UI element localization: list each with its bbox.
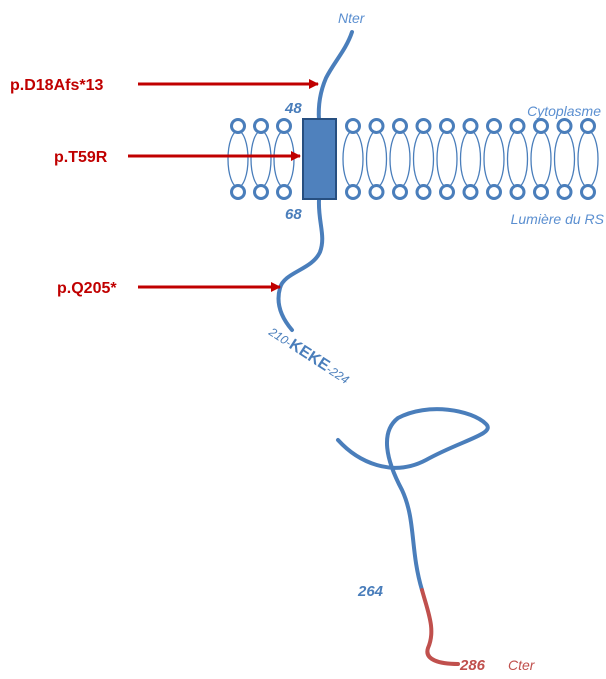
- lipid-head: [558, 120, 571, 133]
- lipid-tail: [390, 131, 410, 187]
- lipid-tail: [484, 131, 504, 187]
- lipid-tail: [437, 131, 457, 187]
- lipid-head: [394, 186, 407, 199]
- lipid-head: [488, 186, 501, 199]
- lipid-head: [347, 120, 360, 133]
- lipid-head: [417, 186, 430, 199]
- lipid-tail: [508, 131, 528, 187]
- lipid-tail: [414, 131, 434, 187]
- lipid-tail: [578, 131, 598, 187]
- lipid-tail: [251, 131, 271, 187]
- lipid-head: [394, 120, 407, 133]
- residue-label-264: 264: [357, 583, 384, 600]
- protein-chain-cytoplasmic-n-terminal: [319, 32, 352, 120]
- lipid-tail: [343, 131, 363, 187]
- lipid-head: [347, 186, 360, 199]
- lipid-head: [278, 120, 291, 133]
- lipid-head: [278, 186, 291, 199]
- lipid-head: [582, 186, 595, 199]
- mutation-label-1: p.D18Afs*13: [10, 77, 103, 94]
- lipid-head: [464, 186, 477, 199]
- lipid-head: [488, 120, 501, 133]
- lipid-head: [255, 120, 268, 133]
- lipid-tail: [531, 131, 551, 187]
- residue-label-48: 48: [284, 100, 302, 117]
- lipid-head: [255, 186, 268, 199]
- lipid-tail: [367, 131, 387, 187]
- lipid-head: [370, 186, 383, 199]
- lipid-head: [232, 186, 245, 199]
- lipid-head: [417, 120, 430, 133]
- lipid-tail: [228, 131, 248, 187]
- lipid-head: [511, 186, 524, 199]
- lipid-head: [535, 120, 548, 133]
- membrane-lipid-tails: [228, 131, 598, 187]
- lipid-head: [441, 186, 454, 199]
- residue-label-68: 68: [285, 206, 302, 223]
- keke-motif-label: 210-KEKE-224: [265, 323, 353, 388]
- lipid-head: [558, 186, 571, 199]
- lipid-head: [511, 120, 524, 133]
- transmembrane-segment: [303, 119, 336, 199]
- n-terminus-label: Nter: [338, 10, 366, 26]
- lipid-head: [535, 186, 548, 199]
- mutation-label-3: p.Q205*: [57, 280, 117, 297]
- lipid-head: [464, 120, 477, 133]
- lipid-head: [441, 120, 454, 133]
- protein-chain-c-terminal-segment: [422, 590, 458, 664]
- lipid-head: [582, 120, 595, 133]
- residue-label-286: 286: [459, 657, 486, 674]
- mutation-label-2: p.T59R: [54, 149, 108, 166]
- lipid-head: [370, 120, 383, 133]
- c-terminus-label: Cter: [508, 657, 536, 673]
- lipid-head: [232, 120, 245, 133]
- keke-motif-end: -224: [324, 362, 352, 387]
- lipid-tail: [274, 131, 294, 187]
- lipid-tail: [461, 131, 481, 187]
- protein-chain-loop: [338, 409, 488, 590]
- lipid-tail: [555, 131, 575, 187]
- lumen-label: Lumière du RS: [511, 211, 605, 227]
- cytoplasm-label: Cytoplasme: [527, 103, 601, 119]
